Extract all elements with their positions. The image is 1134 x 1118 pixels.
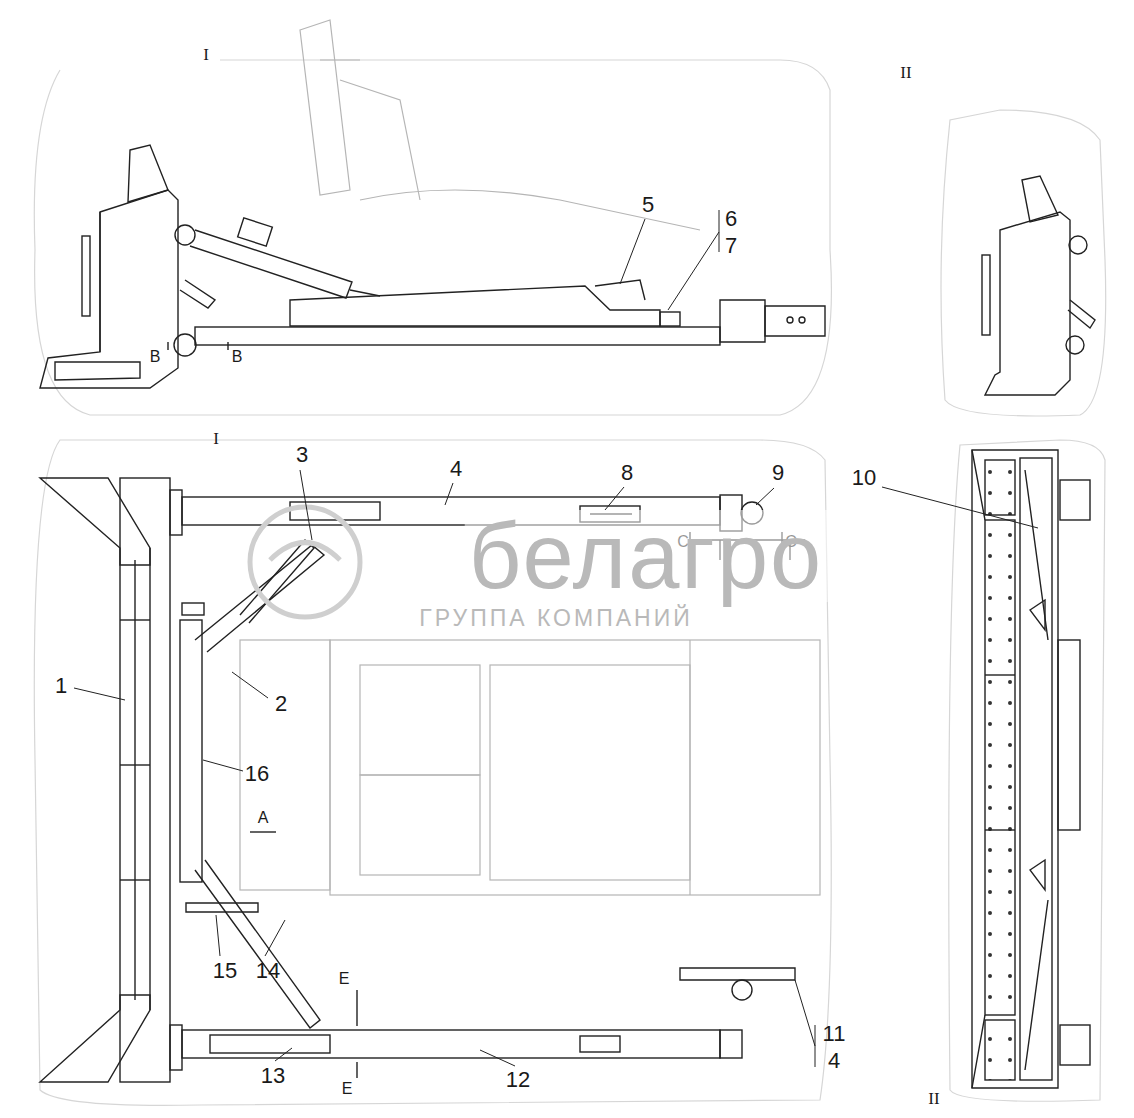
callout-number: A — [258, 810, 269, 826]
callout-number: 8 — [621, 462, 633, 484]
callout-number: 12 — [506, 1069, 530, 1091]
callout-number: I — [203, 46, 209, 63]
callout-number: 15 — [213, 960, 237, 982]
callout-number: 10 — [852, 467, 876, 489]
callout-number: 1 — [55, 675, 67, 697]
callout-number: 13 — [261, 1065, 285, 1087]
callout-number: 7 — [725, 235, 737, 257]
callout-number: 16 — [245, 763, 269, 785]
callout-number: 2 — [275, 693, 287, 715]
callout-number: 14 — [256, 960, 280, 982]
callout-number: 11 — [823, 1023, 846, 1045]
callout-number: B — [150, 349, 161, 365]
callout-number: 3 — [296, 444, 308, 466]
callout-number: II — [900, 64, 911, 81]
watermark-text: ГРУППА КОМПАНИЙ — [415, 607, 696, 630]
callout-number: 4 — [828, 1050, 840, 1072]
callout-number: 9 — [772, 462, 784, 484]
callout-number: 6 — [725, 208, 737, 230]
callout-number: I — [213, 430, 219, 447]
callout-number: 5 — [642, 194, 654, 216]
callout-number: II — [928, 1090, 939, 1107]
callout-number: 4 — [450, 458, 462, 480]
callout-number: B — [232, 349, 243, 365]
callout-number: E — [342, 1081, 353, 1097]
watermark-text: белагро — [465, 510, 828, 602]
callout-number: E — [339, 971, 350, 987]
